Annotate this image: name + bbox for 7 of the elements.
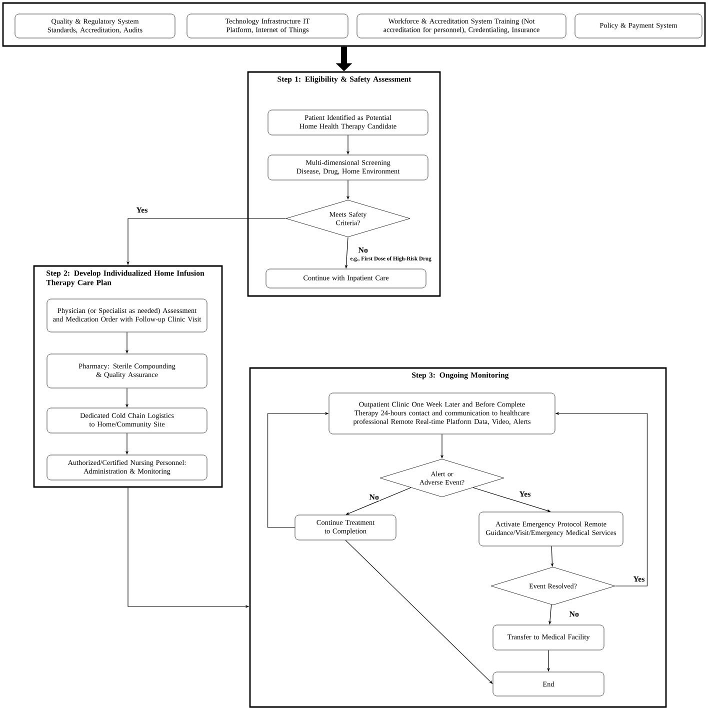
edge-label: No: [357, 246, 369, 254]
edge-label: Yes: [518, 490, 532, 498]
edge-label: Yes: [632, 575, 646, 583]
edge-label: No: [368, 493, 380, 501]
edge-label: Yes: [135, 206, 149, 214]
group-frame: [2, 2, 706, 47]
edge-label: No: [568, 610, 580, 618]
